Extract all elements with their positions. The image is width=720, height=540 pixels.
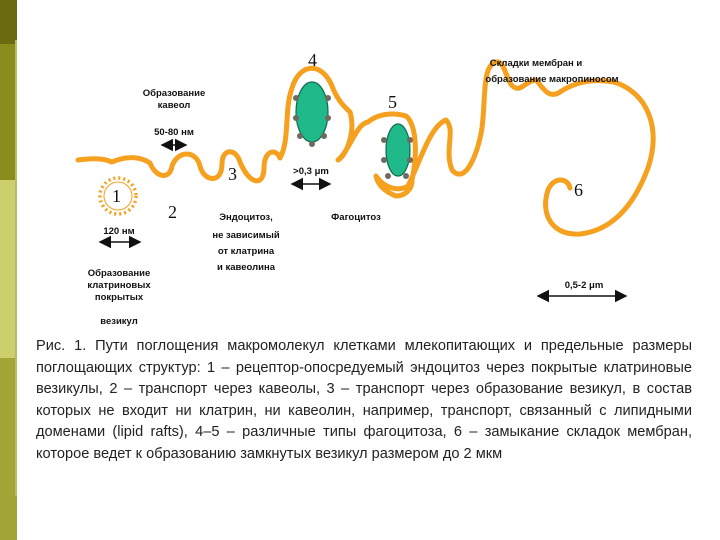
- clathrin-coated-vesicle: [98, 176, 138, 216]
- decorative-side-strip: [0, 0, 17, 540]
- label-number-2: 2: [168, 202, 177, 222]
- label-number-5: 5: [388, 92, 397, 112]
- phagosome-5: [381, 123, 413, 179]
- plasma-membrane: [75, 59, 656, 237]
- macro-title-line-2: образование макропиносом: [485, 74, 618, 85]
- phago-title: Фагоцитоз: [331, 212, 381, 223]
- figure-caption: Рис. 1. Пути поглощения макромолекул кле…: [36, 338, 692, 462]
- macro-title-line-1: Складки мембран и: [490, 58, 583, 69]
- label-number-3: 3: [228, 164, 237, 184]
- label-number-4: 4: [308, 50, 317, 70]
- macro-size-label: 0,5-2 μm: [565, 280, 604, 291]
- endocytosis-title-line-3: от клатрина: [218, 246, 275, 257]
- clathrin-size-label: 120 нм: [103, 226, 134, 237]
- clathrin-title-line-3: покрытых: [95, 292, 144, 303]
- phagosome-4: [293, 81, 331, 147]
- label-number-1: 1: [112, 186, 121, 206]
- caveolae-size-label: 50-80 нм: [154, 127, 194, 138]
- endocytosis-title-line-4: и кавеолина: [217, 262, 276, 273]
- endocytosis-title-line-2: не зависимый: [212, 230, 279, 241]
- caveolae-title-line-2: кавеол: [158, 100, 191, 111]
- clathrin-title-line-2: клатриновых: [87, 280, 151, 291]
- phago-size-label: >0,3 μm: [293, 166, 329, 177]
- caveolae-title-line-1: Образование: [143, 88, 206, 99]
- clathrin-title-line-4: везикул: [100, 316, 138, 327]
- label-number-6: 6: [574, 180, 583, 200]
- endocytosis-title-line-1: Эндоцитоз,: [219, 212, 273, 223]
- decorative-divider: [15, 40, 17, 496]
- clathrin-title-line-1: Образование: [88, 268, 151, 279]
